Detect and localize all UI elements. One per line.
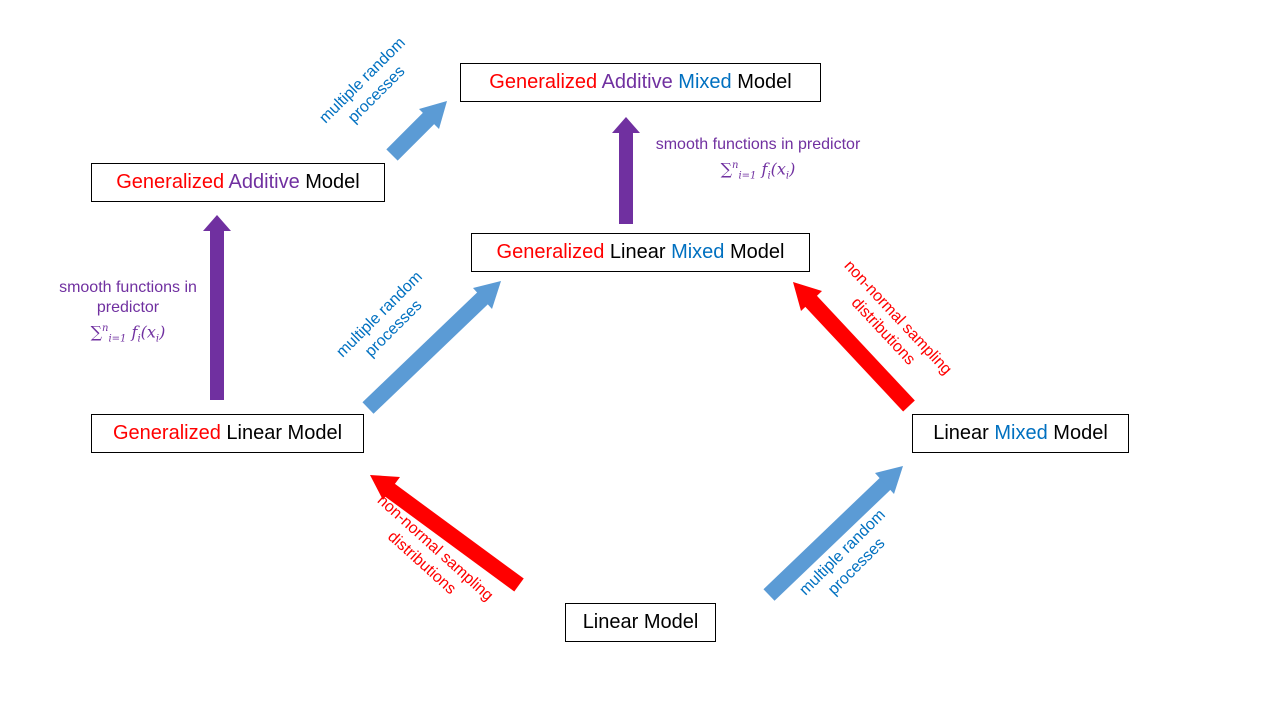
node-title-part: Generalized [496, 241, 605, 263]
node-title-part: Generalized [489, 71, 598, 93]
node-linear-model: Linear Model [565, 603, 716, 642]
arrow-glmm-to-gamm [612, 117, 640, 224]
node-title-part: Additive [224, 171, 300, 193]
node-title-part: Mixed [672, 71, 732, 93]
label-glmm-to-gamm: smooth functions in predictor ∑ni=1 fi(x… [643, 135, 873, 188]
node-title-part: Model [731, 71, 792, 93]
node-title-part: Linear [604, 241, 672, 263]
arrow-glm-to-gam [203, 215, 231, 400]
node-title-part: Generalized [116, 171, 225, 193]
arrow-lm-to-lmm [763, 466, 903, 601]
node-title-part: Mixed [994, 422, 1048, 444]
sum-formula: ∑ni=1 fi(xi) [90, 322, 166, 345]
label-line: predictor [96, 299, 160, 316]
node-title-part: Linear Model [582, 611, 699, 633]
node-generalized-linear-mixed-model: Generalized Linear Mixed Model [471, 233, 810, 272]
arrow-gam-to-gamm [386, 101, 447, 161]
arrow-lm-to-glm [370, 475, 524, 592]
node-title-part: Model [724, 241, 785, 263]
node-linear-mixed-model: Linear Mixed Model [912, 414, 1129, 453]
node-title-part: Mixed [671, 241, 725, 263]
sum-formula: ∑ni=1 fi(xi) [720, 159, 796, 182]
node-title-part: Additive [597, 71, 673, 93]
node-title-part: Linear [933, 422, 995, 444]
node-generalized-additive-model: Generalized Additive Model [91, 163, 385, 202]
label-line: smooth functions in [59, 279, 197, 296]
node-generalized-linear-model: Generalized Linear Model [91, 414, 364, 453]
arrow-lmm-to-glmm [793, 282, 915, 412]
arrow-glm-to-glmm [362, 281, 501, 414]
node-title-part: Linear Model [220, 422, 343, 444]
node-generalized-additive-mixed-model: Generalized Additive Mixed Model [460, 63, 821, 102]
label-glm-to-gam: smooth functions in predictor ∑ni=1 fi(x… [48, 278, 208, 351]
label-line: smooth functions in predictor [655, 136, 861, 153]
node-title-part: Model [299, 171, 360, 193]
node-title-part: Model [1047, 422, 1108, 444]
node-title-part: Generalized [112, 422, 221, 444]
